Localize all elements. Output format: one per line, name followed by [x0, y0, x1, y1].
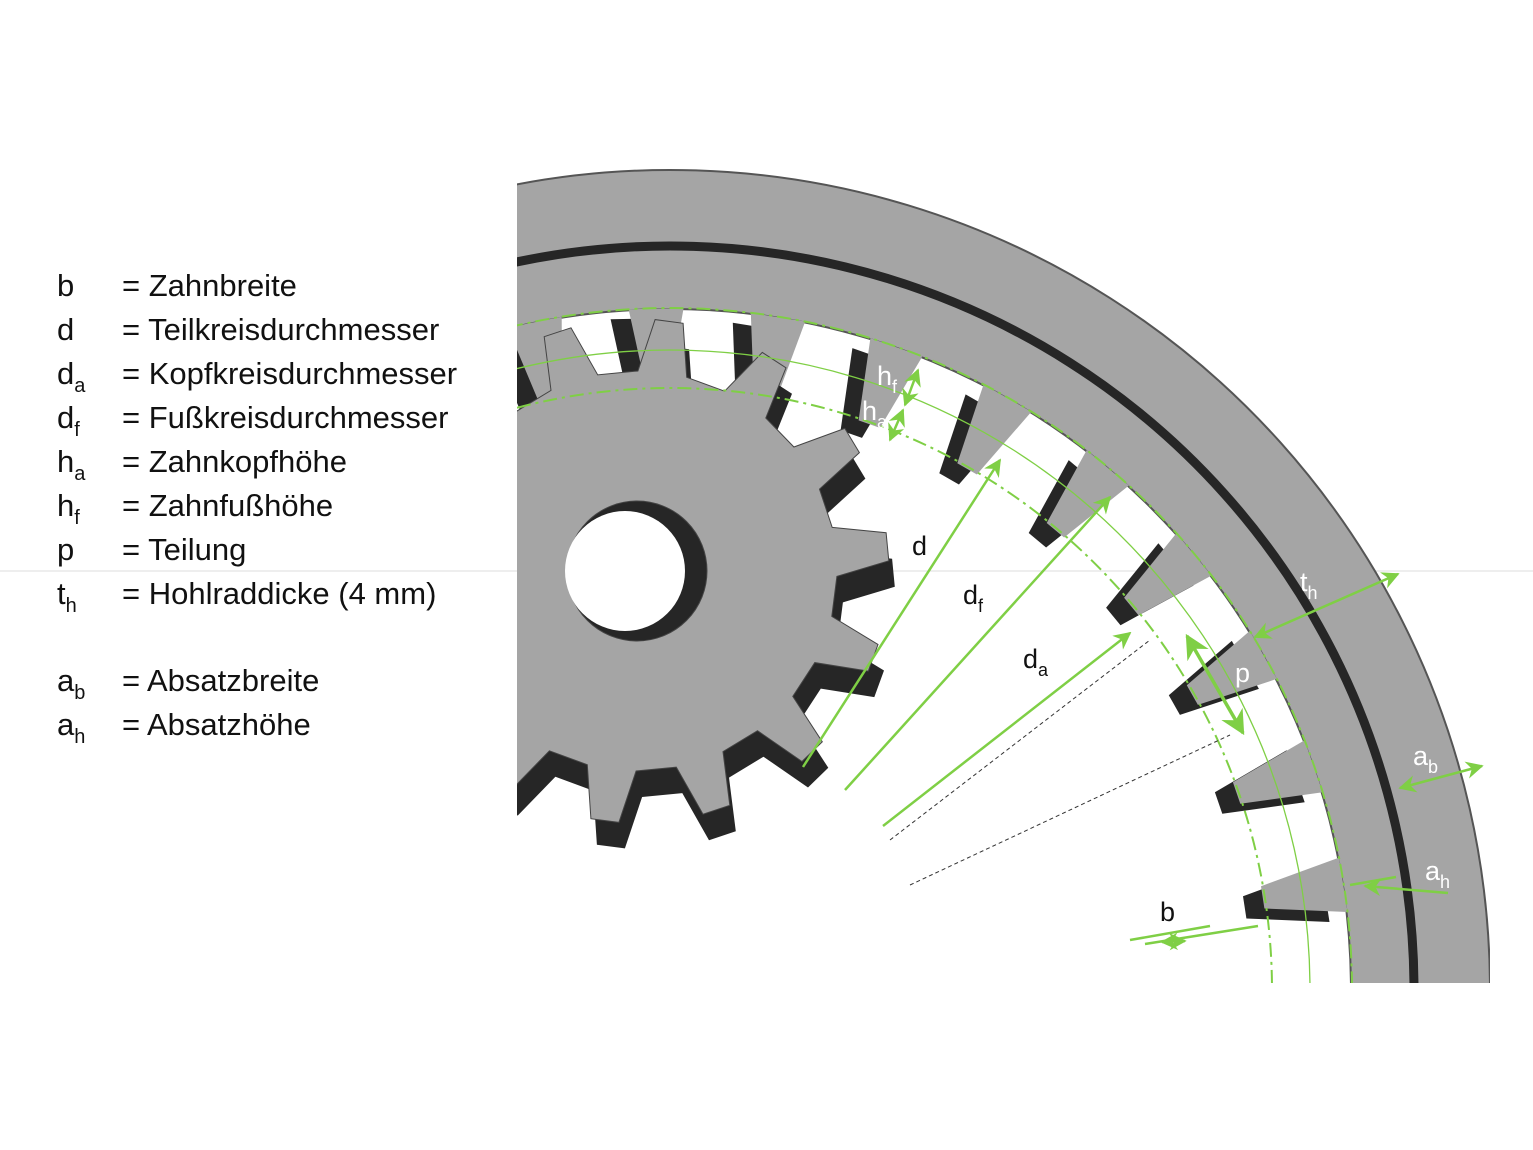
legend-symbol: df: [57, 400, 80, 442]
reference-circles: [517, 307, 1353, 983]
symbol-main: a: [57, 663, 75, 698]
legend-symbol: ab: [57, 663, 85, 705]
legend-description: = Zahnbreite: [122, 268, 297, 303]
legend-description: = Teilkreisdurchmesser: [122, 312, 440, 347]
ah-dimension-line: [1363, 878, 1449, 897]
legend-symbol: p: [57, 532, 74, 568]
b-extension-line: [1129, 924, 1211, 942]
symbol-main: t: [57, 576, 66, 611]
pitch-circle: [517, 349, 1311, 983]
symbol-subscript: b: [74, 682, 86, 704]
ha-dimension-line: [888, 408, 905, 442]
root-circle: [517, 307, 1353, 983]
label-p: p: [1235, 658, 1250, 688]
symbol-main: b: [57, 268, 75, 303]
legend-symbol: hf: [57, 488, 80, 530]
legend-description: = Kopfkreisdurchmesser: [122, 356, 458, 391]
th-dimension-line: [1253, 572, 1400, 639]
label-d: d: [912, 531, 927, 561]
diagram-labels: d df da hf ha p th ab ah b: [862, 361, 1450, 927]
legend-symbol: d: [57, 312, 74, 348]
ring-tooth: [957, 384, 1032, 475]
ring-tooth: [1232, 740, 1323, 804]
tip-circle: [517, 387, 1273, 983]
legend-symbol: ha: [57, 444, 85, 486]
symbol-main: d: [57, 312, 75, 347]
label-ab: ab: [1413, 741, 1438, 777]
legend-symbol: da: [57, 356, 85, 398]
label-b: b: [1160, 897, 1175, 927]
label-ha: ha: [862, 396, 888, 432]
b-arrow: [1160, 932, 1187, 951]
label-ah: ah: [1425, 856, 1450, 892]
dimension-lines: [801, 368, 1484, 951]
symbol-subscript: f: [74, 507, 80, 529]
legend-symbol: th: [57, 576, 77, 618]
legend-description: = Hohlraddicke (4 mm): [122, 576, 437, 611]
symbol-main: d: [57, 400, 75, 435]
ring-tooth: [858, 338, 923, 428]
legend-symbol: b: [57, 268, 74, 304]
label-df: df: [963, 580, 984, 616]
label-hf: hf: [877, 361, 898, 397]
symbol-subscript: a: [74, 375, 86, 397]
label-da: da: [1023, 644, 1049, 680]
ring-tooth: [1046, 450, 1129, 538]
legend-symbol: ah: [57, 707, 85, 749]
symbol-subscript: a: [74, 463, 86, 485]
p-dimension-line: [1185, 633, 1245, 736]
symbol-main: d: [57, 356, 75, 391]
legend-description: = Zahnfußhöhe: [122, 488, 334, 523]
symbol-main: h: [57, 488, 75, 523]
ab-dimension-line: [1398, 761, 1484, 793]
symbol-subscript: h: [65, 595, 77, 617]
symbol-main: p: [57, 532, 75, 567]
symbol-subscript: h: [74, 726, 86, 748]
legend-description: = Absatzhöhe: [122, 707, 311, 742]
d-dimension-line: [801, 458, 1002, 768]
label-th: th: [1300, 567, 1318, 603]
da-dimension-line: [882, 631, 1132, 827]
legend-description: = Fußkreisdurchmesser: [122, 400, 449, 435]
pinion-gear: [517, 319, 895, 849]
ring-tooth: [1124, 533, 1212, 616]
legend-description: = Teilung: [122, 532, 247, 567]
symbol-subscript: f: [74, 419, 80, 441]
ring-gear: [517, 168, 1490, 983]
symbol-main: h: [57, 444, 75, 479]
ring-tooth: [1261, 857, 1348, 912]
pinion-bore: [565, 511, 685, 631]
hf-dimension-line: [902, 368, 921, 407]
symbol-main: a: [57, 707, 75, 742]
ring-shoulder-groove: [517, 241, 1419, 983]
legend-description: = Absatzbreite: [122, 663, 320, 698]
legend-description: = Zahnkopfhöhe: [122, 444, 347, 479]
dashed-guide-lines: [889, 639, 1231, 886]
df-dimension-line: [844, 495, 1112, 791]
